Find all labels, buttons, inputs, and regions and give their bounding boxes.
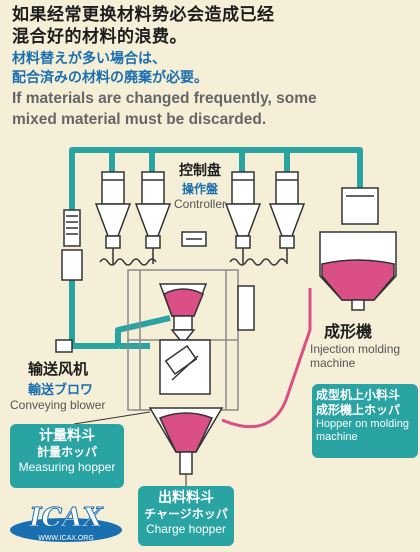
title-english: If materials are changed frequently, som… <box>12 88 317 130</box>
title-japanese: 材料替えが多い場合は、 配合済みの材料の廃棄が必要。 <box>12 50 208 88</box>
feed-screws <box>99 258 287 266</box>
charge-hopper-zh: 出料料斗 <box>158 490 214 506</box>
blower-label-en: Conveying blower <box>10 398 106 412</box>
title-english-line2: mixed material must be discarded. <box>12 111 267 128</box>
hopper-on-molding-label: 成型机上小料斗 成形機上ホッパ Hopper on molding machin… <box>312 384 418 458</box>
blower-label-ja: 輸送ブロワ <box>28 383 94 398</box>
controller-label: 控制盘 操作盤 Controller <box>162 160 238 211</box>
charge-hopper-ja: チャージホッパ <box>144 507 228 521</box>
material-hopper-1 <box>94 171 132 264</box>
material-hopper-2 <box>134 171 172 264</box>
injection-label-zh: 成形機 <box>324 322 373 341</box>
mixer <box>159 285 255 395</box>
blower-to-hopper-pipe <box>69 280 171 349</box>
title-japanese-line2: 配合済みの材料の廃棄が必要。 <box>12 70 208 86</box>
material-hoppers <box>94 171 306 266</box>
hopper-on-molding-en-line2: machine <box>316 431 358 443</box>
injection-machine-label: 成形機 Injection molding machine <box>310 318 420 370</box>
injection-label-en-line2: machine <box>310 356 356 370</box>
title-chinese-line1: 如果经常更换材料势必会造成已经 <box>12 5 275 25</box>
controller-unit <box>181 231 207 247</box>
measuring-hopper-zh: 计量料斗 <box>39 428 95 444</box>
title-japanese-line1: 材料替えが多い場合は、 <box>12 51 166 67</box>
material-feed-line <box>221 288 312 429</box>
leader-lines <box>73 411 187 486</box>
title-chinese-line2: 混合好的材料的浪费。 <box>12 27 187 47</box>
controller-label-zh: 控制盘 <box>179 163 221 179</box>
charge-hopper-en: Charge hopper <box>145 522 227 536</box>
hopper-on-molding-en-line1: Hopper on molding <box>316 418 409 430</box>
measuring-hopper-ja: 計量ホッパ <box>36 445 97 459</box>
logo-text: ICAX <box>28 503 104 533</box>
conveying-blower <box>55 209 83 353</box>
controller-label-ja: 操作盤 <box>181 182 218 196</box>
blower-label: 输送风机 輸送ブロワ Conveying blower <box>10 358 110 412</box>
measuring-hopper <box>158 283 208 341</box>
controller-label-en: Controller <box>173 197 227 211</box>
frame <box>127 269 239 411</box>
measuring-hopper-label: 计量料斗 計量ホッパ Measuring hopper <box>10 424 124 488</box>
conveying-pipes <box>69 147 363 349</box>
material-hopper-4 <box>268 171 306 264</box>
charge-hopper <box>148 407 224 475</box>
hopper-on-molding-zh: 成型机上小料斗 <box>316 388 401 402</box>
title-english-line1: If materials are changed frequently, som… <box>12 90 317 107</box>
title-chinese: 如果经常更换材料势必会造成已经 混合好的材料的浪费。 <box>12 4 275 48</box>
material-hopper-3 <box>224 171 262 264</box>
logo-url: WWW.ICAX.ORG <box>38 535 94 542</box>
icax-logo: ICAX WWW.ICAX.ORG <box>10 503 122 542</box>
hopper-on-molding-ja: 成形機上ホッパ <box>316 403 401 417</box>
injection-molding-hopper <box>319 187 397 311</box>
blower-label-zh: 输送风机 <box>28 360 89 378</box>
measuring-hopper-en: Measuring hopper <box>18 460 116 474</box>
charge-hopper-label: 出料料斗 チャージホッパ Charge hopper <box>138 486 234 546</box>
injection-label-en-line1: Injection molding <box>310 342 401 356</box>
